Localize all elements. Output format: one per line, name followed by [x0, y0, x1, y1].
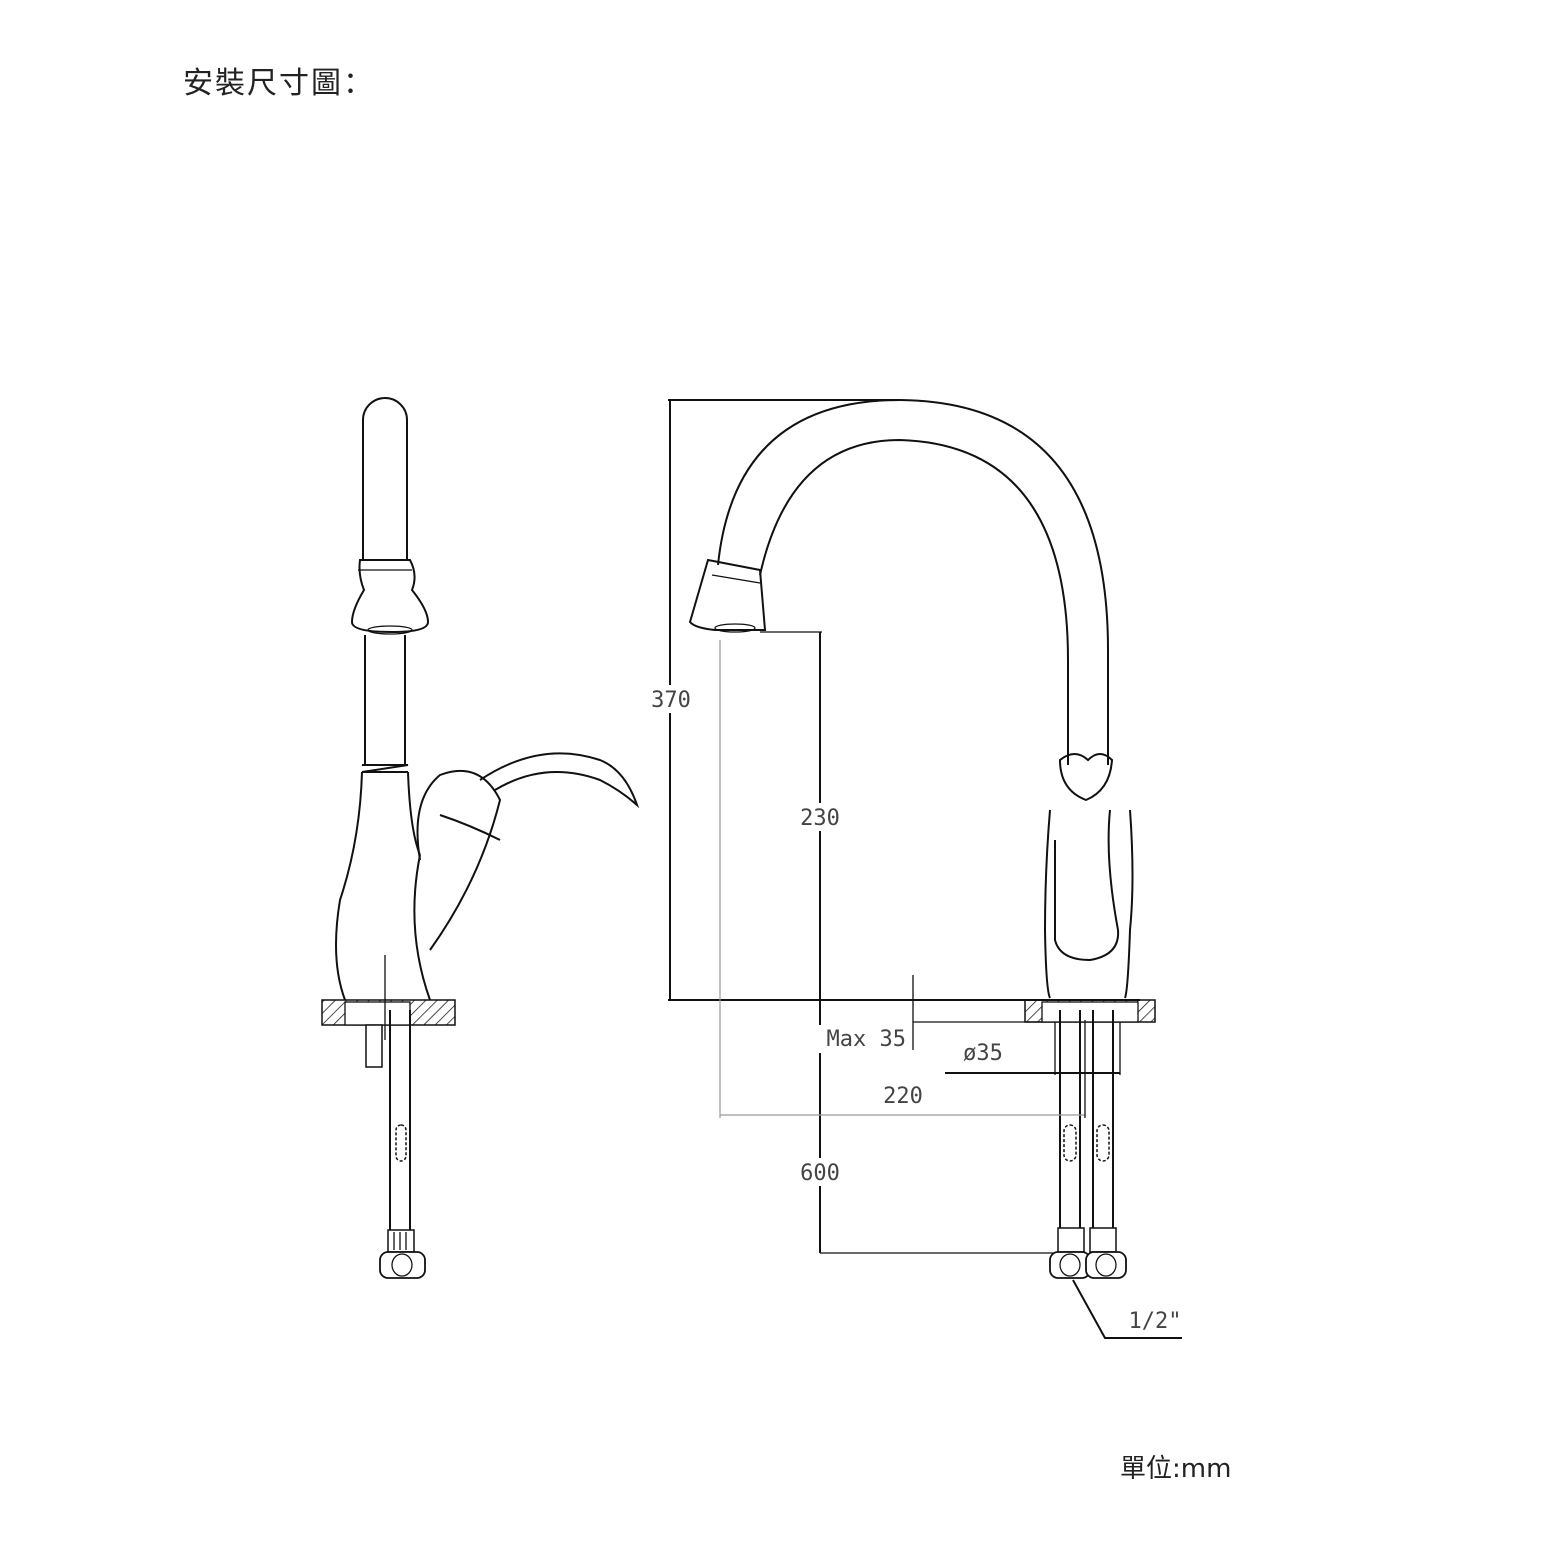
drawing-title: 安裝尺寸圖：	[183, 66, 375, 101]
dim-spout-height: 230	[800, 806, 840, 831]
dimension-lines	[668, 399, 1182, 1339]
dim-total-height: 370	[651, 688, 691, 713]
dim-hose-length: 600	[800, 1161, 840, 1186]
dim-max-deck-thickness: Max 35	[827, 1027, 906, 1052]
dim-hole-diameter: ø35	[963, 1041, 1003, 1066]
dim-spout-reach: 220	[883, 1084, 923, 1109]
front-view-faucet	[688, 398, 1156, 1279]
dim-thread-size: 1/2"	[1129, 1309, 1182, 1334]
dimension-labels: 370 230 600 Max 35 ø35 220 1/2"	[645, 685, 1181, 1334]
side-view-faucet	[321, 397, 640, 1279]
unit-label: 單位:mm	[1120, 1454, 1232, 1484]
